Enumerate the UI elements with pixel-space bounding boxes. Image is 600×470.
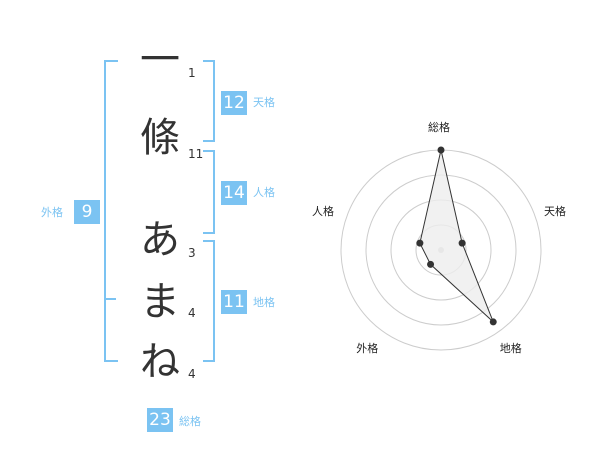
stroke-count: 4 xyxy=(188,306,196,320)
tenkaku-value: 12 xyxy=(221,91,247,115)
soukaku-value: 23 xyxy=(147,408,173,432)
radar-point-2 xyxy=(458,239,466,247)
stroke-count: 1 xyxy=(188,66,196,80)
radar-axis-label: 天格 xyxy=(544,205,567,219)
chikaku-value: 11 xyxy=(221,290,247,314)
radar-axis-label: 地格 xyxy=(499,341,522,355)
jinkaku-value: 14 xyxy=(221,181,247,205)
name-char: 條 xyxy=(140,115,180,161)
jinkaku-label: 人格 xyxy=(253,186,275,199)
radar-point-4 xyxy=(427,260,435,268)
radar-axis-label: 人格 xyxy=(311,205,334,219)
name-char: ま xyxy=(140,279,180,325)
chikaku-label: 地格 xyxy=(253,296,275,309)
jinkaku-bracket xyxy=(203,150,215,234)
name-char: ね xyxy=(140,339,180,385)
radar-axis-label: 外格 xyxy=(356,341,379,355)
gaikaku-label: 外格 xyxy=(41,206,63,219)
stroke-count: 4 xyxy=(188,367,196,381)
stroke-count: 3 xyxy=(188,246,196,260)
chikaku-bracket xyxy=(203,240,215,362)
radar-point-1 xyxy=(437,146,445,154)
name-char: 一 xyxy=(140,37,180,83)
name-char: あ xyxy=(140,217,180,263)
gaikaku-value: 9 xyxy=(74,200,100,224)
gaikaku-bracket-tick xyxy=(104,298,116,300)
soukaku-label: 総格 xyxy=(179,415,201,428)
gaikaku-bracket xyxy=(104,60,118,362)
radar-series-polygon xyxy=(419,149,494,323)
tenkaku-label: 天格 xyxy=(253,96,275,109)
stroke-count: 11 xyxy=(188,147,204,161)
radar-point-3 xyxy=(489,318,497,326)
radar-axis-label: 総格 xyxy=(428,121,450,134)
tenkaku-bracket xyxy=(203,60,215,142)
radar-point-5 xyxy=(416,239,424,247)
